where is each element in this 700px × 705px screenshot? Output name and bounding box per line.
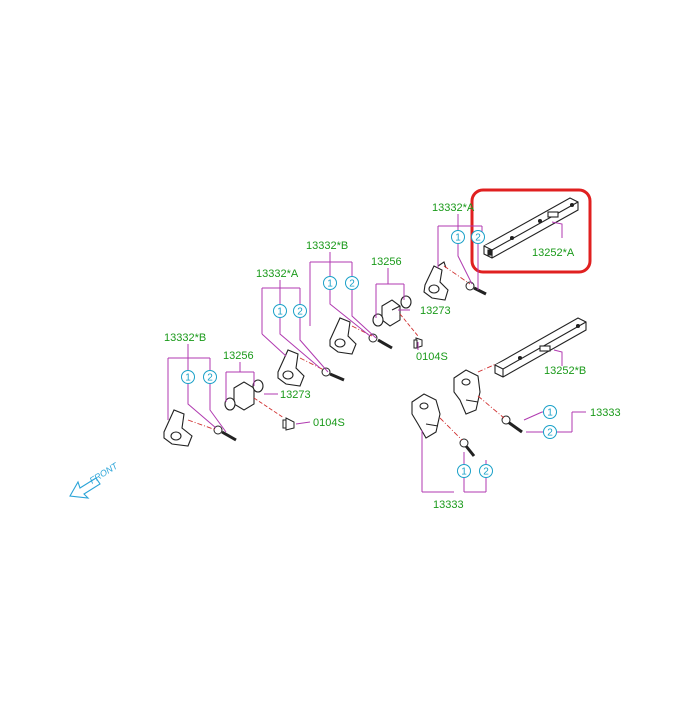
part-label-13273-left[interactable]: 13273 (280, 389, 311, 401)
callout-2: 2 (293, 304, 307, 318)
part-label-13252a[interactable]: 13252*A (532, 247, 575, 259)
bolt-left-part[interactable] (282, 417, 295, 431)
center-line (351, 325, 373, 337)
svg-text:1: 1 (461, 467, 467, 478)
front-arrow-icon (69, 477, 101, 499)
callout-1: 1 (457, 464, 471, 478)
part-labels: 13332*A 13252*A 13332*B 13256 13332*A 13… (164, 202, 621, 511)
svg-text:2: 2 (297, 307, 303, 318)
svg-text:2: 2 (349, 279, 355, 290)
highlight-box[interactable] (470, 188, 592, 274)
rocker-arm-13333-lower-part[interactable] (411, 393, 441, 439)
callout-1: 1 (273, 304, 287, 318)
callout-1: 1 (323, 276, 337, 290)
center-line (439, 363, 505, 441)
adjust-screw-13333-part[interactable] (459, 415, 523, 457)
adjust-screw-left-b-part[interactable] (213, 425, 237, 442)
callout-2: 2 (203, 370, 217, 384)
leader-lines (167, 214, 586, 493)
center-line (253, 397, 285, 419)
part-label-13256-mid[interactable]: 13256 (371, 256, 402, 268)
callout-2: 2 (479, 464, 493, 478)
callout-1: 1 (181, 370, 195, 384)
center-line (399, 313, 419, 337)
callout-2: 2 (543, 425, 557, 439)
part-label-13273-mid[interactable]: 13273 (420, 305, 451, 317)
svg-text:1: 1 (185, 373, 191, 384)
callout-1: 1 (543, 405, 557, 419)
rocker-arm-top-part[interactable] (423, 261, 449, 301)
spacer-mid-part[interactable] (372, 295, 412, 327)
adjust-screw-mid-b-part[interactable] (368, 333, 393, 350)
part-label-13332b-mid[interactable]: 13332*B (306, 240, 348, 252)
part-label-13332a-mid[interactable]: 13332*A (256, 268, 299, 280)
center-line (443, 265, 471, 285)
callout-1: 1 (451, 230, 465, 244)
part-label-13252b[interactable]: 13252*B (544, 365, 586, 377)
rocker-shaft-b-part[interactable] (494, 317, 587, 378)
rocker-arm-mid-a-part[interactable] (277, 349, 305, 387)
center-line (187, 419, 217, 431)
rocker-arm-left-b-part[interactable] (163, 409, 193, 447)
part-label-13333-bottom[interactable]: 13333 (433, 499, 464, 511)
svg-text:2: 2 (207, 373, 213, 384)
svg-text:2: 2 (475, 233, 481, 244)
rocker-shaft-a-part[interactable] (483, 197, 579, 259)
part-label-13332a-top[interactable]: 13332*A (432, 202, 475, 214)
part-label-13333-right[interactable]: 13333 (590, 407, 621, 419)
callout-2: 2 (471, 230, 485, 244)
svg-text:1: 1 (455, 233, 461, 244)
part-label-13256-left[interactable]: 13256 (223, 350, 254, 362)
svg-text:1: 1 (547, 408, 553, 419)
svg-text:2: 2 (547, 428, 553, 439)
adjust-screw-mid-a-part[interactable] (321, 367, 345, 382)
spacer-left-part[interactable] (224, 379, 264, 411)
svg-text:1: 1 (327, 279, 333, 290)
front-label: FRONT (88, 460, 121, 486)
part-label-0104s-mid[interactable]: 0104S (416, 351, 448, 363)
part-label-13332b-left[interactable]: 13332*B (164, 332, 206, 344)
svg-text:2: 2 (483, 467, 489, 478)
rocker-arm-mid-b-part[interactable] (329, 317, 357, 355)
callout-2: 2 (345, 276, 359, 290)
part-label-0104s-left[interactable]: 0104S (313, 417, 345, 429)
front-indicator: FRONT (69, 460, 121, 499)
callout-circles: 1 2 1 2 1 2 1 2 1 2 1 2 (181, 230, 557, 478)
svg-text:1: 1 (277, 307, 283, 318)
rocker-arm-13333-upper-part[interactable] (453, 369, 481, 415)
